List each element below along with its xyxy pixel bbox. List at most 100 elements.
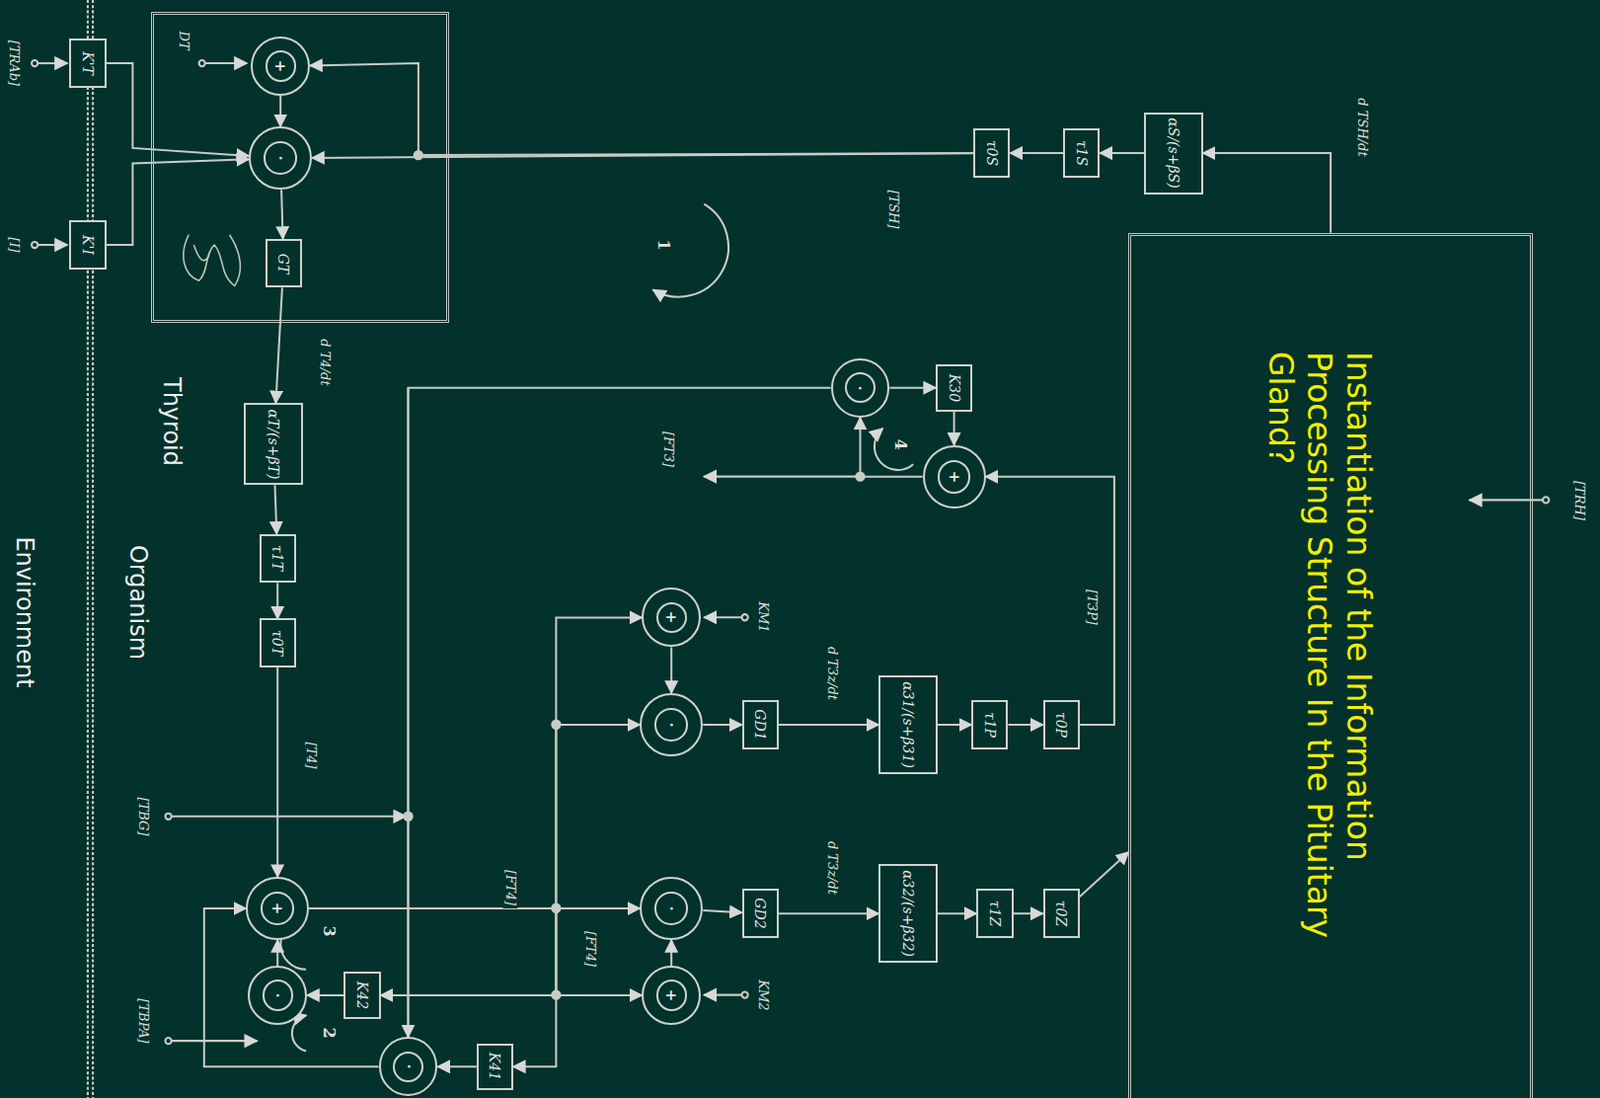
thyroid-sketch [183, 234, 241, 287]
block-label: K'T [79, 51, 96, 76]
block-label: αS/(s+βS) [1165, 117, 1182, 188]
signal-connector [937, 912, 977, 915]
signal-connector [306, 993, 344, 996]
block-box: τ1P [971, 699, 1008, 750]
junction-circle: · [639, 692, 703, 757]
block-box: K42 [343, 971, 381, 1019]
block-label: GD1 [752, 708, 768, 740]
operator-sign: · [662, 721, 681, 727]
signal-connector [986, 476, 1115, 725]
signal-connector [276, 582, 279, 618]
signal-connector [279, 95, 282, 127]
signal-label: [T4] [304, 738, 319, 771]
junction-circle: + [245, 876, 309, 940]
signal-connector [1013, 912, 1044, 915]
junction-circle: + [641, 965, 701, 1025]
block-box: K41 [476, 1043, 514, 1091]
block-box: αS/(s+βS) [1143, 112, 1204, 195]
signal-connector [276, 939, 279, 966]
block-box: GT [265, 238, 303, 289]
junction-circle: + [922, 445, 987, 509]
block-label: τ0Z [1053, 900, 1069, 926]
signal-connector [1099, 152, 1144, 154]
signal-label: [FT3] [661, 428, 677, 470]
signal-label: [TRAb] [6, 37, 22, 89]
signal-connector [1079, 851, 1130, 897]
signal-connector [308, 724, 640, 909]
block-box: τ0S [973, 128, 1010, 178]
zone-label: Organism [124, 541, 153, 663]
block-box: τ1S [1063, 128, 1100, 178]
block-label: α32/(s+β32) [900, 869, 916, 957]
block-box: τ1T [259, 533, 297, 584]
signal-label: [TRH] [1572, 477, 1588, 524]
operator-sign: + [268, 902, 287, 915]
block-label: GD2 [752, 898, 768, 929]
signal-connector [1009, 152, 1064, 154]
junction-circle: · [247, 965, 307, 1025]
signal-connector [275, 287, 283, 403]
signal-connector [953, 411, 956, 446]
signal-label: [FT4] [582, 927, 598, 970]
operator-sign: · [268, 991, 287, 997]
region-title: Instantiation of the Information Process… [1260, 351, 1378, 1043]
signal-connector [308, 616, 642, 909]
operator-sign: + [271, 60, 290, 74]
block-label: τ1P [982, 711, 998, 738]
signal-connector [308, 908, 556, 1067]
signal-label: KM2 [756, 976, 771, 1013]
signal-connector [670, 646, 673, 693]
block-label: α31/(s+β31) [900, 681, 916, 768]
signal-label: d T4/dt [316, 335, 332, 388]
signal-connector [1203, 152, 1331, 233]
signal-label: KM1 [756, 599, 771, 636]
block-label: τ1Z [987, 900, 1003, 926]
signal-connector [275, 484, 278, 534]
block-box: K30 [935, 364, 973, 412]
signal-connector [937, 723, 972, 726]
block-label: K30 [946, 374, 963, 402]
block-label: τ1S [1073, 140, 1090, 166]
signal-connector [670, 939, 673, 966]
callout-number: 1 [653, 236, 673, 254]
block-box: K'T [69, 38, 106, 88]
block-label: GT [275, 252, 292, 274]
block-label: τ0T [269, 629, 286, 656]
junction-circle: + [250, 36, 310, 96]
junction-circle: · [831, 358, 891, 418]
junction-circle: · [639, 876, 703, 940]
callout-number: 3 [318, 921, 338, 939]
signal-connector [702, 723, 742, 726]
block-label: τ1T [269, 544, 286, 571]
gland-region: Instantiation of the Information Process… [1128, 232, 1532, 1098]
callout-number: 4 [890, 435, 910, 453]
signal-label: [T3P] [1084, 586, 1100, 628]
operator-sign: · [271, 154, 290, 160]
junction-circle: · [379, 1036, 439, 1096]
gland-region: Thyroid+·GT [151, 11, 450, 322]
junction-circle: + [641, 587, 701, 647]
block-box: K'I [69, 220, 106, 270]
signal-connector [281, 189, 284, 239]
signal-label: d TSH/dt [1355, 95, 1371, 160]
block-box: τ0P [1043, 699, 1080, 750]
signal-label: [TBPA] [135, 994, 151, 1046]
signal-label: DT [176, 28, 192, 54]
signal-connector [106, 158, 250, 245]
block-box: τ0Z [1043, 888, 1080, 938]
block-label: αT/(s+βT) [265, 408, 282, 479]
block-box: GD2 [742, 888, 779, 938]
signal-connector [276, 667, 279, 877]
callout-number: 2 [318, 1024, 338, 1042]
operator-sign: + [662, 989, 681, 1002]
signal-connector [890, 386, 937, 389]
block-label: τ0S [984, 140, 1000, 166]
block-box: α32/(s+β32) [878, 863, 938, 963]
operator-sign: · [399, 1064, 418, 1069]
block-label: K42 [354, 981, 371, 1009]
block-box: GD1 [742, 699, 779, 750]
signal-label: [TSH] [885, 186, 901, 231]
operator-sign: · [662, 905, 681, 911]
operator-sign: + [945, 469, 964, 483]
signal-connector [860, 417, 923, 477]
